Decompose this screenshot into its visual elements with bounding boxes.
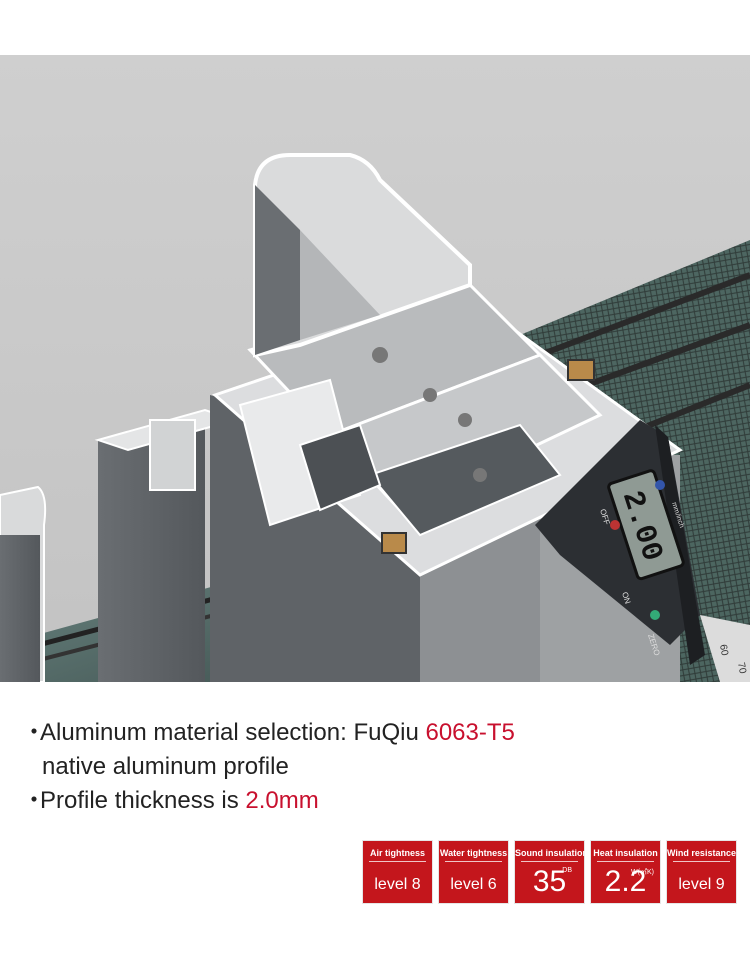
badge-water-tightness: Water tightness level 6 bbox=[438, 840, 509, 904]
ruler-mark-70: 70 bbox=[735, 662, 748, 675]
badge-sound-insulation: Sound insulation 35 DB bbox=[514, 840, 588, 904]
badge-title: Wind resistance bbox=[667, 848, 736, 858]
bullet-material-continuation: native aluminum profile bbox=[42, 753, 289, 780]
material-grade: 6063-T5 bbox=[425, 719, 515, 746]
badge-wind-resistance: Wind resistance level 9 bbox=[666, 840, 737, 904]
badge-title: Heat insulation bbox=[593, 848, 658, 858]
badge-divider bbox=[369, 861, 426, 862]
caliper-on-label: ON bbox=[620, 591, 632, 605]
badge-title: Air tightness bbox=[369, 848, 425, 858]
badge-air-tightness: Air tightness level 8 bbox=[362, 840, 433, 904]
badge-title: Water tightness bbox=[439, 848, 508, 858]
badge-unit: DB bbox=[562, 867, 572, 874]
badge-divider bbox=[521, 861, 578, 862]
performance-badges: Air tightness level 8 Water tightness le… bbox=[362, 840, 737, 904]
hero-image: 60 70 2.00 OFF ON ZERO mm/inch bbox=[0, 55, 750, 682]
badge-heat-insulation: Heat insulation 2.2 W(㎡K) bbox=[590, 840, 661, 904]
material-label: Aluminum material selection: FuQiu bbox=[40, 719, 426, 746]
badge-unit: W(㎡K) bbox=[631, 869, 654, 876]
badge-divider bbox=[445, 861, 502, 862]
thickness-label: Profile thickness is bbox=[40, 787, 246, 814]
badge-value: level 9 bbox=[678, 876, 725, 893]
badge-value: level 8 bbox=[374, 876, 421, 893]
feature-bullets: ・Aluminum material selection: FuQiu 6063… bbox=[22, 716, 722, 818]
caliper-icon: 60 70 2.00 OFF ON ZERO mm/inch bbox=[535, 420, 750, 682]
bullet-dot: ・ bbox=[22, 787, 46, 814]
badge-title: Sound insulation bbox=[515, 848, 588, 858]
ruler-mark-60: 60 bbox=[717, 644, 730, 657]
badge-divider bbox=[673, 861, 730, 862]
bullet-material: ・Aluminum material selection: FuQiu 6063… bbox=[22, 716, 722, 750]
bullet-dot: ・ bbox=[22, 719, 46, 746]
badge-divider bbox=[597, 861, 654, 862]
thickness-value: 2.0mm bbox=[245, 787, 319, 814]
profile-illustration: 60 70 2.00 OFF ON ZERO mm/inch bbox=[0, 55, 750, 682]
badge-value: 2.2 bbox=[604, 865, 647, 898]
badge-value: 35 bbox=[532, 865, 567, 898]
bullet-thickness: ・Profile thickness is 2.0mm bbox=[22, 784, 722, 818]
badge-value: level 6 bbox=[450, 876, 497, 893]
